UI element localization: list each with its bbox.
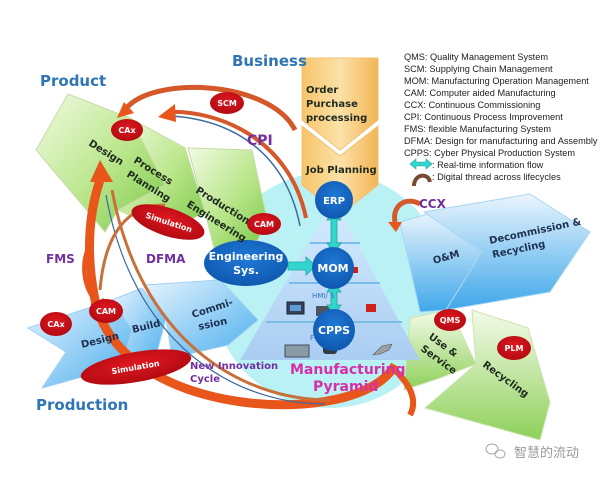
legend-realtime-flow: : Real-time information flow — [432, 160, 544, 170]
plc-rack-icon — [284, 344, 310, 358]
cpi-thread-arrow — [167, 109, 308, 219]
legend-entry: DFMA: Design for manufacturing and Assem… — [404, 136, 598, 146]
arrow-head — [117, 102, 134, 118]
scm-thread-arrow — [122, 85, 298, 132]
arrow-head — [388, 222, 402, 232]
node-mom — [312, 247, 354, 289]
watermark-text: 智慧的流动 — [514, 445, 579, 461]
innovation-cycle-arrow — [85, 178, 399, 410]
label-order: Order — [306, 85, 338, 96]
lifecycle-chain — [399, 193, 591, 313]
arrow-head — [158, 104, 176, 122]
legend-entry: CCX: Continuous Commissioning — [404, 100, 540, 110]
label-job-planning: Job Planning — [305, 165, 377, 176]
realtime-flow-icon — [409, 158, 433, 170]
legend: QMS: Quality Management System SCM: Supp… — [404, 52, 598, 187]
flow-label-cpi: CPI — [247, 133, 273, 149]
pyramid-title-line2: Pyramid — [313, 379, 378, 395]
legend-digital-thread: : Digital thread across lifecycles — [432, 172, 561, 182]
badge-label-cam-top: CAM — [254, 220, 274, 229]
node-label-engineering: Engineering — [209, 250, 284, 263]
flow-label-dfma: DFMA — [146, 252, 186, 266]
badge-scm — [210, 92, 244, 114]
ccx-thread-arrow — [392, 198, 422, 223]
legend-entry: SCM: Supplying Chain Management — [404, 64, 553, 74]
flow-label-new-innovation: New Innovation — [190, 361, 278, 372]
fms-thread-arrow — [82, 238, 98, 304]
badge-simulation-top — [131, 204, 205, 240]
flow-label-cycle: Cycle — [190, 374, 220, 385]
nodes — [204, 181, 355, 351]
legend-entry: FMS: flexible Manufacturing System — [404, 124, 551, 134]
dfma-thread-arrow — [110, 189, 331, 402]
node-cpps — [313, 309, 355, 351]
flow-label-fms: FMS — [46, 252, 75, 266]
flow-label-ccx: CCX — [419, 197, 447, 211]
legend-entry: CAM: Computer aided Manufacturing — [404, 88, 556, 98]
section-business: Business — [232, 52, 307, 70]
badge-cam-top — [247, 213, 281, 235]
badge-label-qms: QMS — [440, 316, 461, 325]
digital-thread-icon — [412, 173, 432, 187]
cpi-thread-edge — [171, 115, 301, 227]
badge-cax-top — [111, 119, 143, 141]
chevron-production-engineering — [187, 147, 267, 249]
dfma-thread-edge — [105, 194, 326, 405]
badge-qms — [434, 309, 466, 331]
pyramid-f-label: F — [310, 334, 314, 342]
legend-entry: MOM: Manufacturing Operation Management — [404, 76, 589, 86]
badge-cax-bottom — [40, 312, 72, 336]
node-label-cpps: CPPS — [318, 324, 350, 337]
badge-label-cam-bottom: CAM — [96, 307, 116, 316]
red-device-icon — [366, 304, 376, 312]
arrow-head — [90, 160, 113, 182]
badge-label-cax-bottom: CAx — [47, 320, 65, 329]
hmi-screen-icon — [290, 305, 301, 311]
wechat-icon — [485, 443, 506, 459]
node-label-sys: Sys. — [233, 264, 259, 277]
badge-label-plm: PLM — [505, 344, 524, 353]
badge-cam-bottom — [89, 299, 123, 323]
badge-label-scm: SCM — [217, 99, 237, 108]
legend-entry: CPI: Continuous Process Improvement — [404, 112, 563, 122]
recycling-thread-arrow — [392, 367, 417, 417]
badge-simulation-bottom — [80, 349, 192, 385]
watermark: 智慧的流动 — [485, 443, 579, 461]
chevron-order-purchase — [301, 57, 379, 151]
badge-plm — [497, 336, 531, 360]
red-device-icon — [352, 267, 358, 273]
label-processing: processing — [306, 113, 367, 124]
badge-label-cax-top: CAx — [118, 126, 136, 135]
controller-icon — [316, 306, 334, 316]
node-label-mom: MOM — [317, 262, 348, 275]
badges — [40, 92, 531, 385]
pyramid-title-line1: Manufacturing — [290, 362, 406, 378]
section-production: Production — [36, 396, 128, 414]
section-product: Product — [40, 72, 106, 90]
node-label-erp: ERP — [323, 196, 345, 207]
node-engineering-sys — [204, 240, 288, 286]
eng-mom-arrow — [287, 256, 317, 276]
chevron-decommission — [422, 193, 591, 311]
node-erp — [315, 181, 353, 219]
robot-arm-icon — [372, 343, 393, 356]
legend-entry: CPPS: Cyber Physical Production System — [404, 148, 575, 158]
legend-entry: QMS: Quality Management System — [404, 52, 548, 62]
pyramid-hmi-label: HMI/ S — [312, 292, 335, 300]
lifecycle-chain-green — [403, 309, 551, 441]
label-purchase: Purchase — [306, 99, 358, 110]
